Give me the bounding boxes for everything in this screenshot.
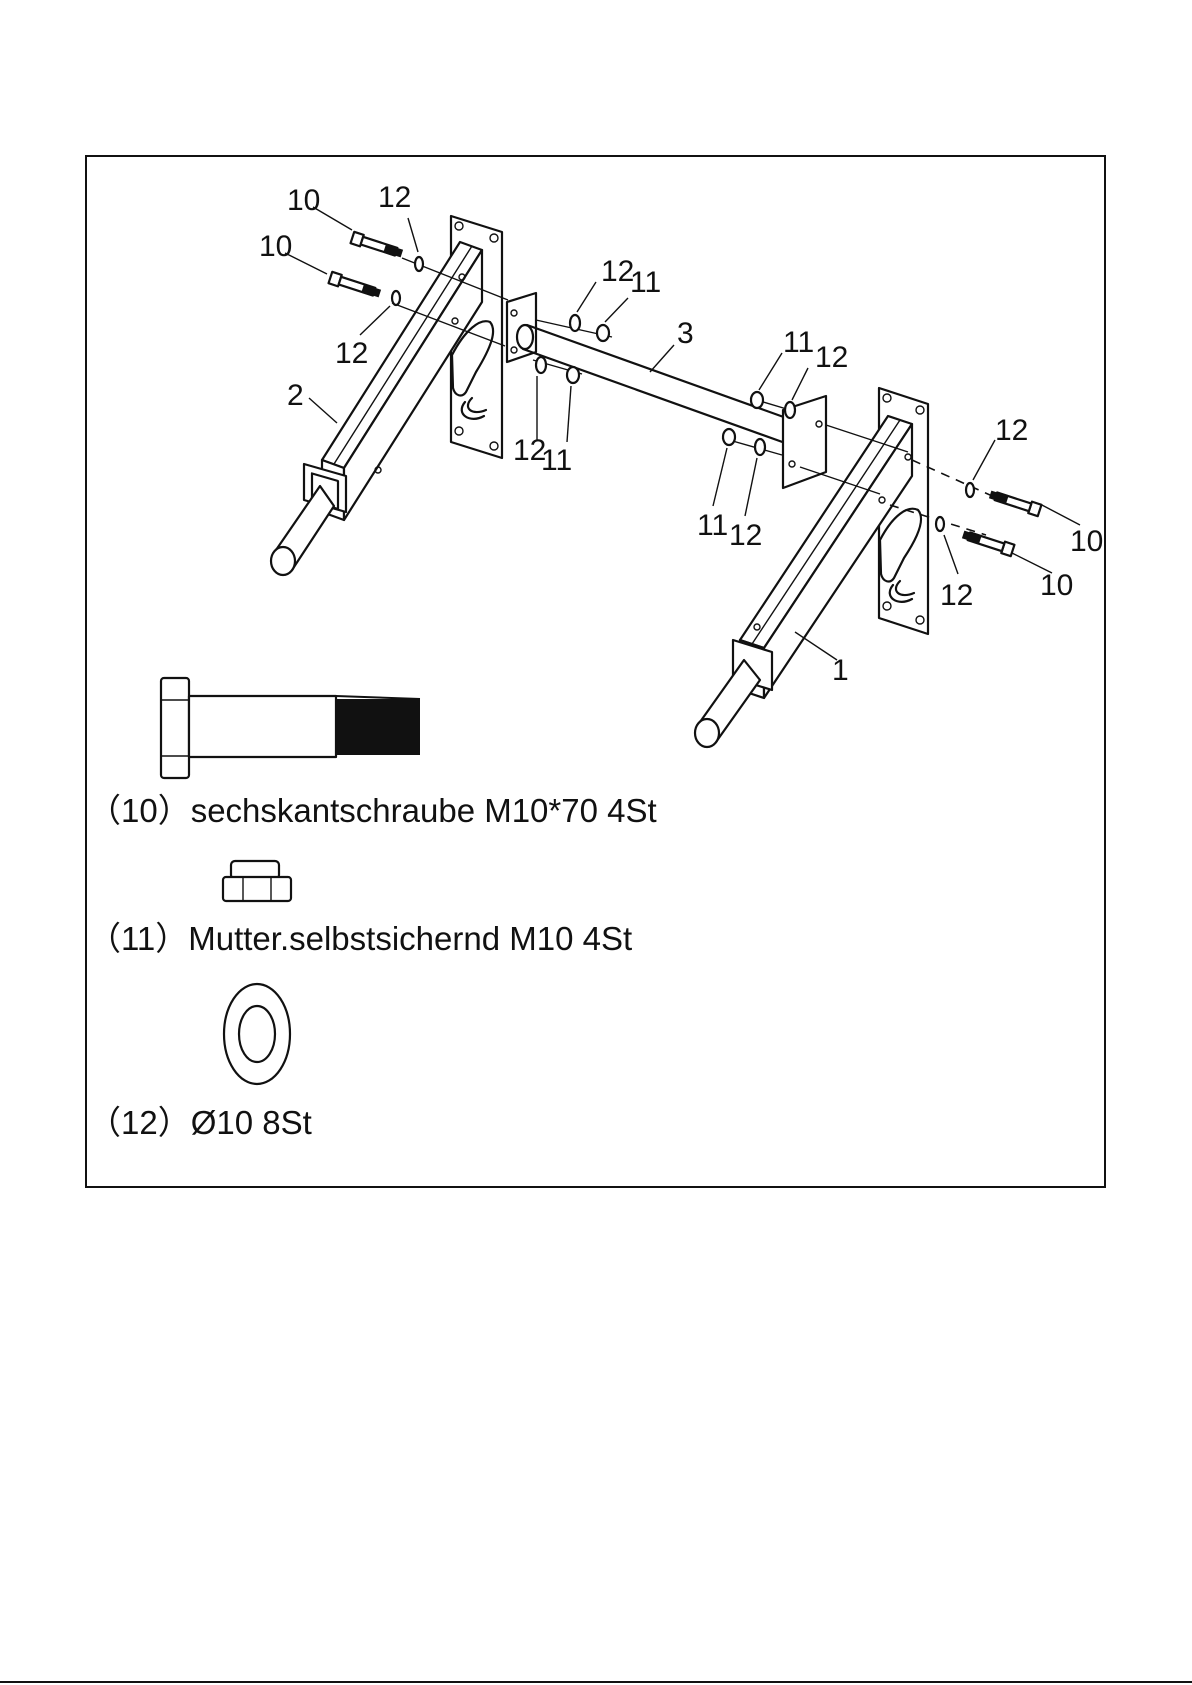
callout-12: 12 <box>335 337 368 370</box>
legend-item-10: （10）sechskantschraube M10*70 4St <box>88 792 657 829</box>
callout-12: 12 <box>815 341 848 374</box>
callout-10: 10 <box>1040 569 1073 602</box>
callout-10: 10 <box>259 230 292 263</box>
callout-11: 11 <box>541 444 572 477</box>
callout-11: 11 <box>783 326 814 359</box>
callout-12: 12 <box>729 519 762 552</box>
callout-12: 12 <box>940 579 973 612</box>
callout-12: 12 <box>995 414 1028 447</box>
washer-icon <box>224 984 290 1084</box>
page-footer-rule <box>0 1681 1192 1683</box>
callout-12: 12 <box>378 181 411 214</box>
lock-nut-icon <box>223 861 291 901</box>
callout-10: 10 <box>287 184 320 217</box>
callout-11: 11 <box>697 509 728 542</box>
legend-item-11: （11）Mutter.selbstsichernd M10 4St <box>88 920 632 957</box>
callout-1: 1 <box>832 654 849 687</box>
callout-10: 10 <box>1070 525 1103 558</box>
legend-item-12: （12）Ø10 8St <box>88 1104 312 1141</box>
callout-11: 11 <box>630 266 661 299</box>
callout-3: 3 <box>677 317 694 350</box>
hex-bolt-icon <box>161 678 420 778</box>
callout-2: 2 <box>287 379 304 412</box>
